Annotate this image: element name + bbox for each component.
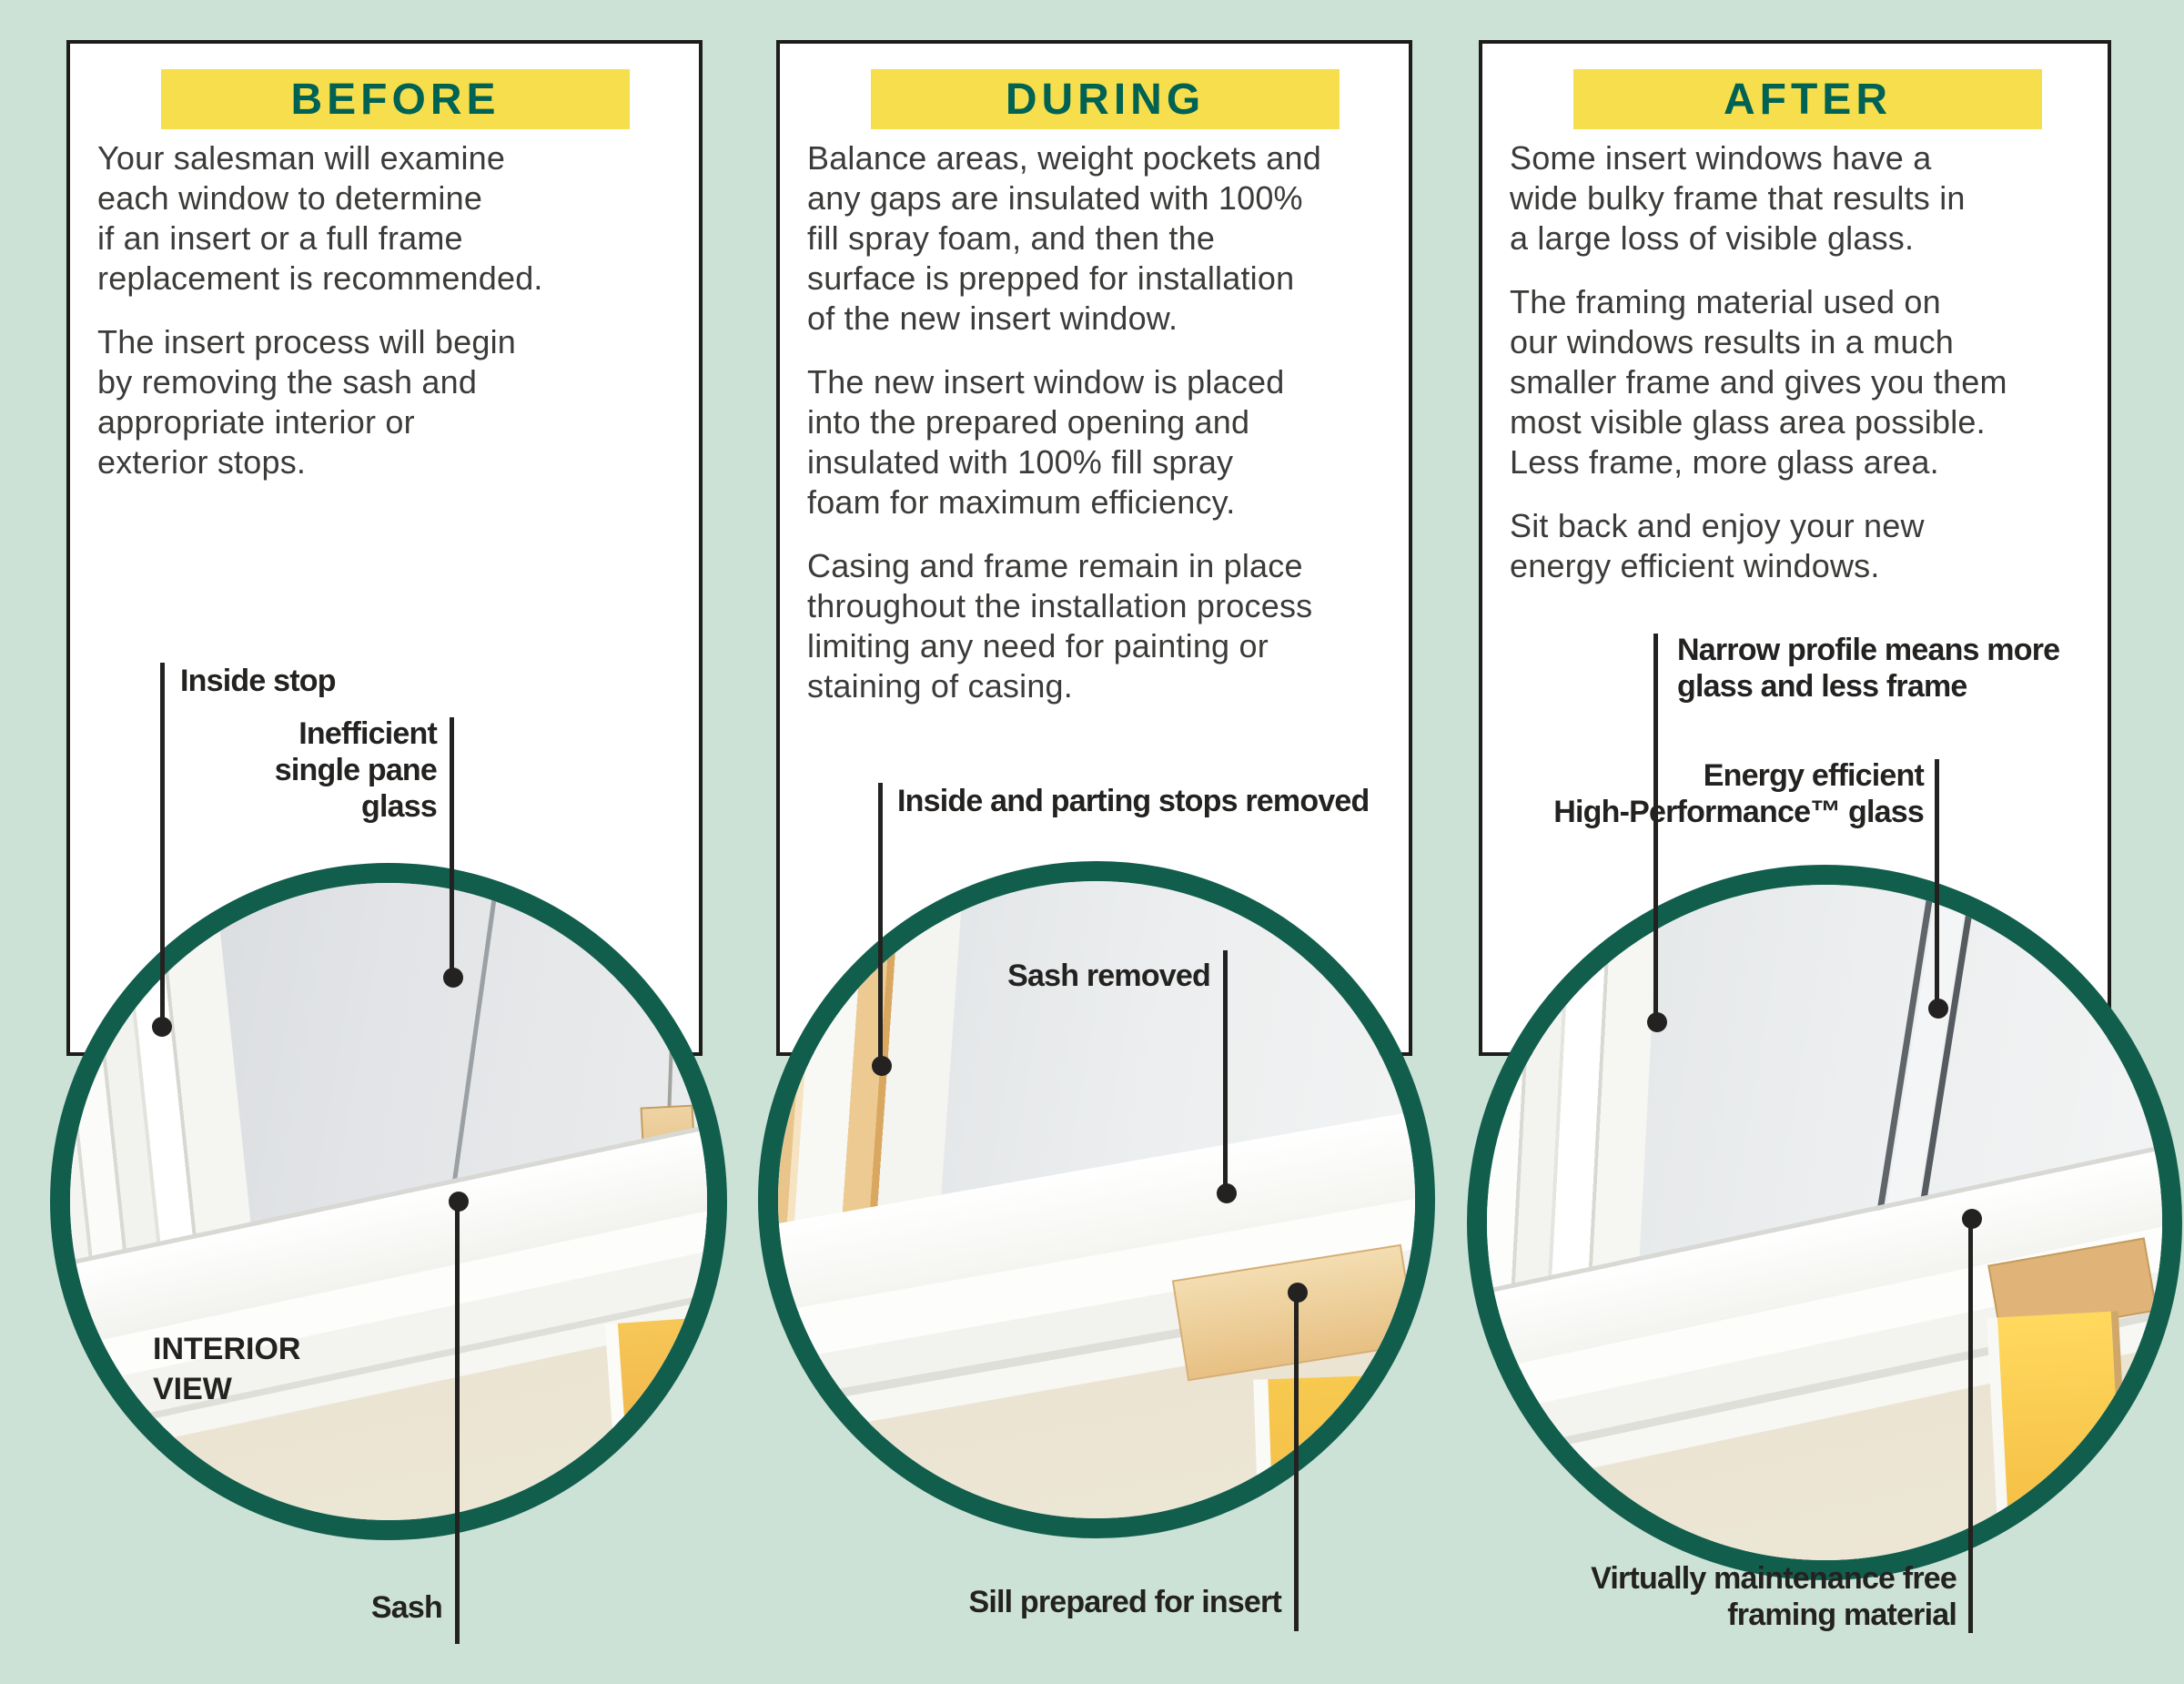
body-before: Your salesman will examine each window t… xyxy=(97,138,679,506)
body-paragraph: The framing material used on our windows… xyxy=(1510,283,2007,481)
body-paragraph: The new insert window is placed into the… xyxy=(807,363,1285,521)
callout-narrow-profile: Narrow profile means more glass and less… xyxy=(1677,633,2060,704)
photo-caption-interior-view: INTERIOR VIEW xyxy=(153,1332,301,1406)
callout-maintenance-free: Virtually maintenance free framing mater… xyxy=(1591,1561,1957,1632)
leader-line-sash xyxy=(455,1202,460,1644)
leader-line-stops-removed xyxy=(878,783,883,1066)
banner-after: AFTER xyxy=(1573,69,2042,129)
leader-line-narrow-profile xyxy=(1653,634,1658,1022)
banner-before: BEFORE xyxy=(161,69,630,129)
photo-circle-after xyxy=(1467,865,2182,1580)
leader-line-energy-glass xyxy=(1935,759,1939,1009)
leader-line-maintenance-free xyxy=(1968,1219,1973,1633)
leader-line-sill-prepared xyxy=(1294,1293,1299,1631)
panel-title-after: AFTER xyxy=(1724,75,1892,124)
leader-line-inside-stop xyxy=(160,663,165,1027)
leader-dot-energy-glass xyxy=(1928,999,1948,1019)
leader-dot-inside-stop xyxy=(152,1017,172,1037)
amber-glass-panel xyxy=(1987,1311,2131,1560)
panel-title-before: BEFORE xyxy=(290,75,500,124)
callout-sill-prepared: Sill prepared for insert xyxy=(968,1585,1281,1619)
leader-line-inefficient-glass xyxy=(450,717,454,978)
leader-dot-sash xyxy=(449,1192,469,1212)
prepared-opening-photo xyxy=(778,881,1415,1518)
callout-energy-glass: Energy efficient High-Performance™ glass xyxy=(1553,758,1925,829)
leader-dot-inefficient-glass xyxy=(443,968,463,988)
leader-dot-maintenance-free xyxy=(1962,1209,1982,1229)
photo-circle-before xyxy=(50,863,727,1540)
callout-sash: Sash xyxy=(370,1590,443,1625)
screw-detail xyxy=(1335,1425,1346,1436)
body-paragraph: Sit back and enjoy your new energy effic… xyxy=(1510,507,1925,584)
banner-during: DURING xyxy=(871,69,1340,129)
leader-dot-sash-removed xyxy=(1217,1183,1237,1203)
body-paragraph: Some insert windows have a wide bulky fr… xyxy=(1510,139,1966,257)
callout-inside-stop: Inside stop xyxy=(180,664,336,698)
body-paragraph: Balance areas, weight pockets and any ga… xyxy=(807,139,1321,337)
callout-sash-removed: Sash removed xyxy=(1007,959,1211,993)
callout-inefficient-glass: Inefficient single pane glass xyxy=(274,716,438,824)
insert-window-photo xyxy=(1487,885,2162,1560)
panel-title-during: DURING xyxy=(1005,75,1206,124)
leader-dot-sill-prepared xyxy=(1288,1283,1308,1303)
leader-dot-stops-removed xyxy=(872,1056,892,1076)
interior-view-photo xyxy=(70,883,707,1520)
amber-glass-panel xyxy=(604,1315,707,1520)
body-paragraph: The insert process will begin by removin… xyxy=(97,323,517,481)
leader-dot-narrow-profile xyxy=(1647,1012,1667,1032)
leader-line-sash-removed xyxy=(1223,950,1228,1193)
photo-circle-during xyxy=(758,861,1435,1538)
body-during: Balance areas, weight pockets and any ga… xyxy=(807,138,1389,730)
body-paragraph: Casing and frame remain in place through… xyxy=(807,547,1313,705)
callout-stops-removed: Inside and parting stops removed xyxy=(897,784,1370,818)
body-paragraph: Your salesman will examine each window t… xyxy=(97,139,543,297)
amber-glass-panel xyxy=(1253,1375,1405,1518)
body-after: Some insert windows have a wide bulky fr… xyxy=(1510,138,2088,610)
